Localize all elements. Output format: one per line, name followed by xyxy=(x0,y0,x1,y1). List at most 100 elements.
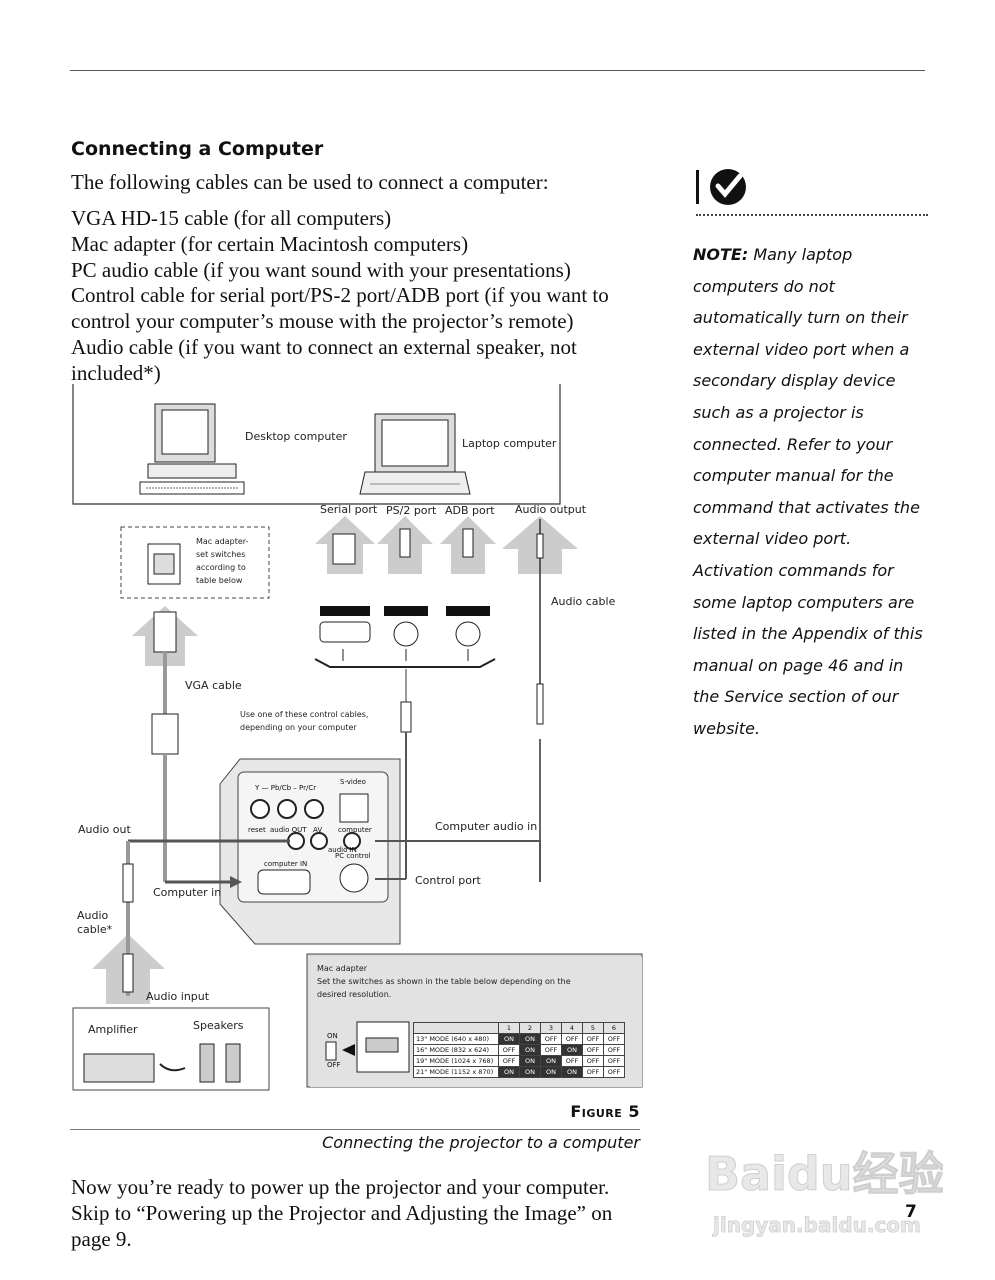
laptop-computer-icon xyxy=(359,413,471,495)
audio-input-label: Audio input xyxy=(146,990,210,1003)
figure-caption: Connecting the projector to a computer xyxy=(322,1133,640,1152)
switch-value-cell: OFF xyxy=(603,1033,625,1045)
cable-item: PC audio cable (if you want sound with y… xyxy=(71,257,571,282)
page-number: 7 xyxy=(905,1202,917,1222)
amplifier-label: Amplifier xyxy=(88,1023,138,1036)
mode-cell: 21" MODE (1152 x 870) xyxy=(413,1066,499,1078)
switch-value-cell: OFF xyxy=(603,1044,625,1056)
cable-item: included*) xyxy=(71,360,161,385)
svg-text:Set the switches as shown in t: Set the switches as shown in the table b… xyxy=(317,977,571,986)
figure-rule xyxy=(70,1129,640,1130)
audio-output-label: Audio output xyxy=(515,503,587,516)
ps2-port-label: PS/2 port xyxy=(386,504,437,517)
figure-label: Figure 5 xyxy=(570,1102,640,1121)
svg-text:OFF: OFF xyxy=(327,1061,341,1069)
note-divider xyxy=(696,214,928,216)
svg-text:AV: AV xyxy=(313,826,322,834)
mode-header xyxy=(413,1022,499,1034)
audio-out-label: Audio out xyxy=(78,823,131,836)
baidu-watermark: Baidu经验 jingyan.baidu.com xyxy=(705,1147,944,1238)
cable-item: Control cable for serial port/PS-2 port/… xyxy=(71,283,609,308)
svg-text:audio IN: audio IN xyxy=(328,846,357,854)
svg-text:depending on your computer: depending on your computer xyxy=(240,723,357,732)
cable-item: control your computer’s mouse with the p… xyxy=(71,309,574,334)
computer-in-label: Computer in xyxy=(153,886,221,899)
switch-value-cell: ON xyxy=(540,1066,562,1078)
switch-value-cell: OFF xyxy=(603,1066,625,1078)
switch-value-cell: OFF xyxy=(582,1044,604,1056)
closing-paragraph: Now you’re ready to power up the project… xyxy=(71,1175,613,1251)
intro-text: The following cables can be used to conn… xyxy=(71,170,549,194)
connection-diagram: Desktop computer Laptop computer Serial … xyxy=(72,384,643,1091)
adb-port-label: ADB port xyxy=(445,504,495,517)
svg-text:Y — Pb/Cb – Pr/Cr: Y — Pb/Cb – Pr/Cr xyxy=(254,784,316,792)
control-port-label: Control port xyxy=(415,874,481,887)
switch-value-cell: ON xyxy=(519,1044,541,1056)
switch-value-cell: ON xyxy=(561,1044,583,1056)
switch-value-cell: OFF xyxy=(561,1033,583,1045)
note-text: NOTE: Many laptop computers do not autom… xyxy=(693,239,933,745)
switch-value-cell: ON xyxy=(561,1066,583,1078)
switch-value-cell: OFF xyxy=(561,1055,583,1067)
cable-list: VGA HD-15 cable (for all computers) Mac … xyxy=(71,206,651,387)
cable-item: Audio cable (if you want to connect an e… xyxy=(71,334,577,359)
desktop-computer-icon xyxy=(139,403,245,495)
mac-box-title: Mac adapter xyxy=(317,964,368,973)
note-icon xyxy=(696,169,746,205)
speakers-label: Speakers xyxy=(193,1019,244,1032)
switch-value-cell: OFF xyxy=(582,1066,604,1078)
desktop-computer-label: Desktop computer xyxy=(245,430,347,443)
switch-column-header: 6 xyxy=(603,1022,625,1034)
audio-cable-label: Audio cable xyxy=(551,595,616,608)
switch-value-cell: OFF xyxy=(582,1033,604,1045)
computer-audio-in-label: Computer audio in xyxy=(435,820,537,833)
switch-column-header: 3 xyxy=(540,1022,562,1034)
svg-text:desired resolution.: desired resolution. xyxy=(317,990,391,999)
svg-text:audio OUT: audio OUT xyxy=(270,826,307,834)
cable-item: Mac adapter (for certain Macintosh compu… xyxy=(71,231,469,256)
svg-text:S-video: S-video xyxy=(340,778,366,786)
switch-column-header: 1 xyxy=(498,1022,520,1034)
svg-text:computer IN: computer IN xyxy=(264,860,307,868)
svg-text:table below: table below xyxy=(196,576,243,585)
mode-cell: 16" MODE (832 x 624) xyxy=(413,1044,499,1056)
switch-value-cell: OFF xyxy=(582,1055,604,1067)
top-rule xyxy=(70,70,925,71)
svg-text:jingyan.baidu.com: jingyan.baidu.com xyxy=(712,1213,921,1237)
svg-text:computer: computer xyxy=(338,826,372,834)
switch-column-header: 2 xyxy=(519,1022,541,1034)
laptop-computer-label: Laptop computer xyxy=(462,437,557,450)
switch-value-cell: ON xyxy=(519,1055,541,1067)
svg-text:Baidu经验: Baidu经验 xyxy=(705,1147,943,1201)
mode-cell: 13" MODE (640 x 480) xyxy=(413,1033,499,1045)
switch-value-cell: OFF xyxy=(603,1055,625,1067)
svg-text:cable*: cable* xyxy=(77,923,113,936)
vga-cable-label: VGA cable xyxy=(185,679,242,692)
switch-value-cell: OFF xyxy=(540,1033,562,1045)
switch-value-cell: ON xyxy=(519,1033,541,1045)
switch-value-cell: ON xyxy=(540,1055,562,1067)
audio-cable-star-label: Audio xyxy=(77,909,109,922)
svg-text:set switches: set switches xyxy=(196,550,245,559)
section-title: Connecting a Computer xyxy=(71,138,324,160)
note-label: NOTE: xyxy=(693,245,749,264)
svg-text:reset: reset xyxy=(248,826,266,834)
switch-value-cell: OFF xyxy=(498,1044,520,1056)
switch-column-header: 4 xyxy=(561,1022,583,1034)
svg-text:ON: ON xyxy=(327,1032,338,1040)
switch-value-cell: OFF xyxy=(540,1044,562,1056)
switch-value-cell: ON xyxy=(519,1066,541,1078)
control-cables-label: Use one of these control cables, xyxy=(240,710,368,719)
mac-adapter-note: Mac adapter- xyxy=(196,537,249,546)
svg-text:according to: according to xyxy=(196,563,246,572)
switch-value-cell: OFF xyxy=(498,1055,520,1067)
svg-text:PC control: PC control xyxy=(335,852,371,860)
note-body: Many laptop computers do not automatical… xyxy=(693,245,923,738)
switch-value-cell: ON xyxy=(498,1033,520,1045)
serial-port-label: Serial port xyxy=(320,503,378,516)
